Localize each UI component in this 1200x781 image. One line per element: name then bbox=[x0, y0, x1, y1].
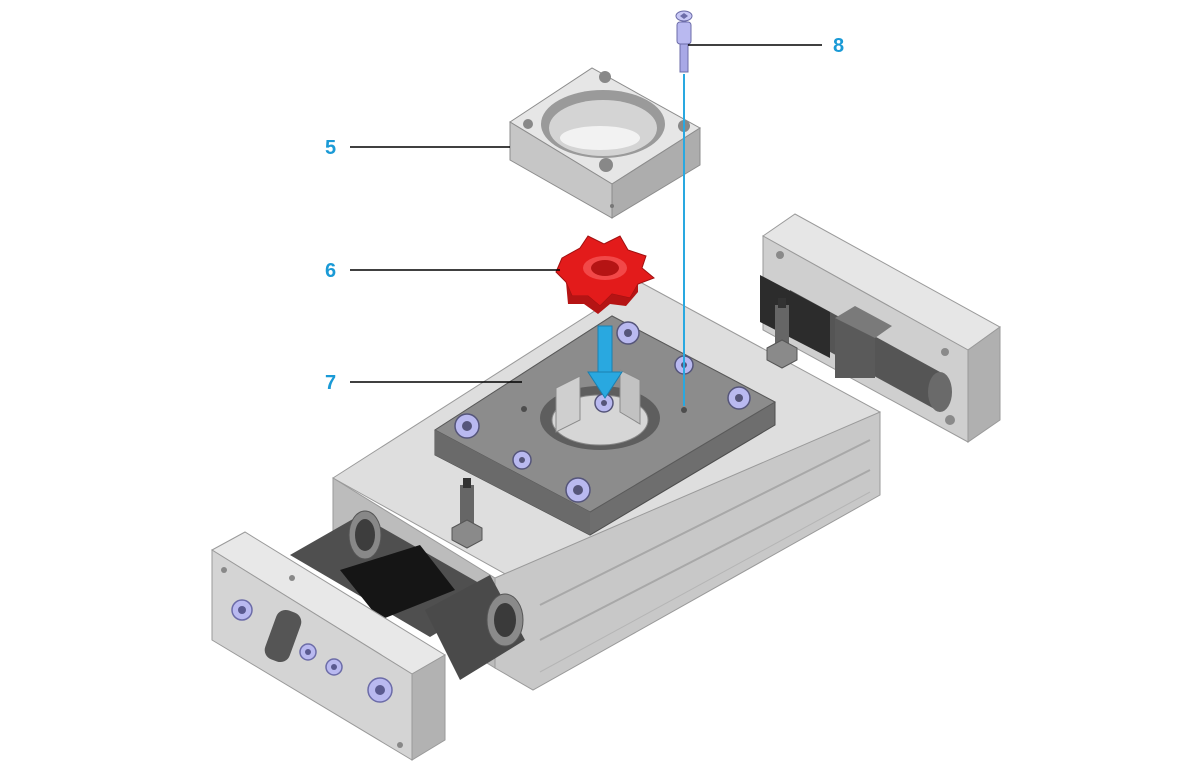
plate-screws bbox=[454, 321, 751, 503]
shock-absorber-front bbox=[451, 478, 483, 549]
front-end-plate bbox=[211, 531, 446, 761]
arrow-down-icon bbox=[587, 325, 623, 399]
callout-label-7: 7 bbox=[325, 372, 336, 394]
front-guide-rods bbox=[290, 510, 525, 680]
shock-absorber-rear bbox=[766, 298, 798, 369]
mounting-plate-part bbox=[434, 315, 777, 536]
rear-guide-rod bbox=[760, 275, 952, 412]
callout-label-8: 8 bbox=[833, 35, 844, 57]
callout-label-6: 6 bbox=[325, 260, 336, 282]
socket-head-screw-part bbox=[675, 10, 693, 73]
callout-leader-lines bbox=[350, 44, 822, 383]
linear-slide-base bbox=[211, 213, 1001, 761]
adapter-block-part bbox=[509, 67, 701, 219]
coupling-spider-part bbox=[555, 235, 655, 314]
callout-label-5: 5 bbox=[325, 137, 336, 159]
